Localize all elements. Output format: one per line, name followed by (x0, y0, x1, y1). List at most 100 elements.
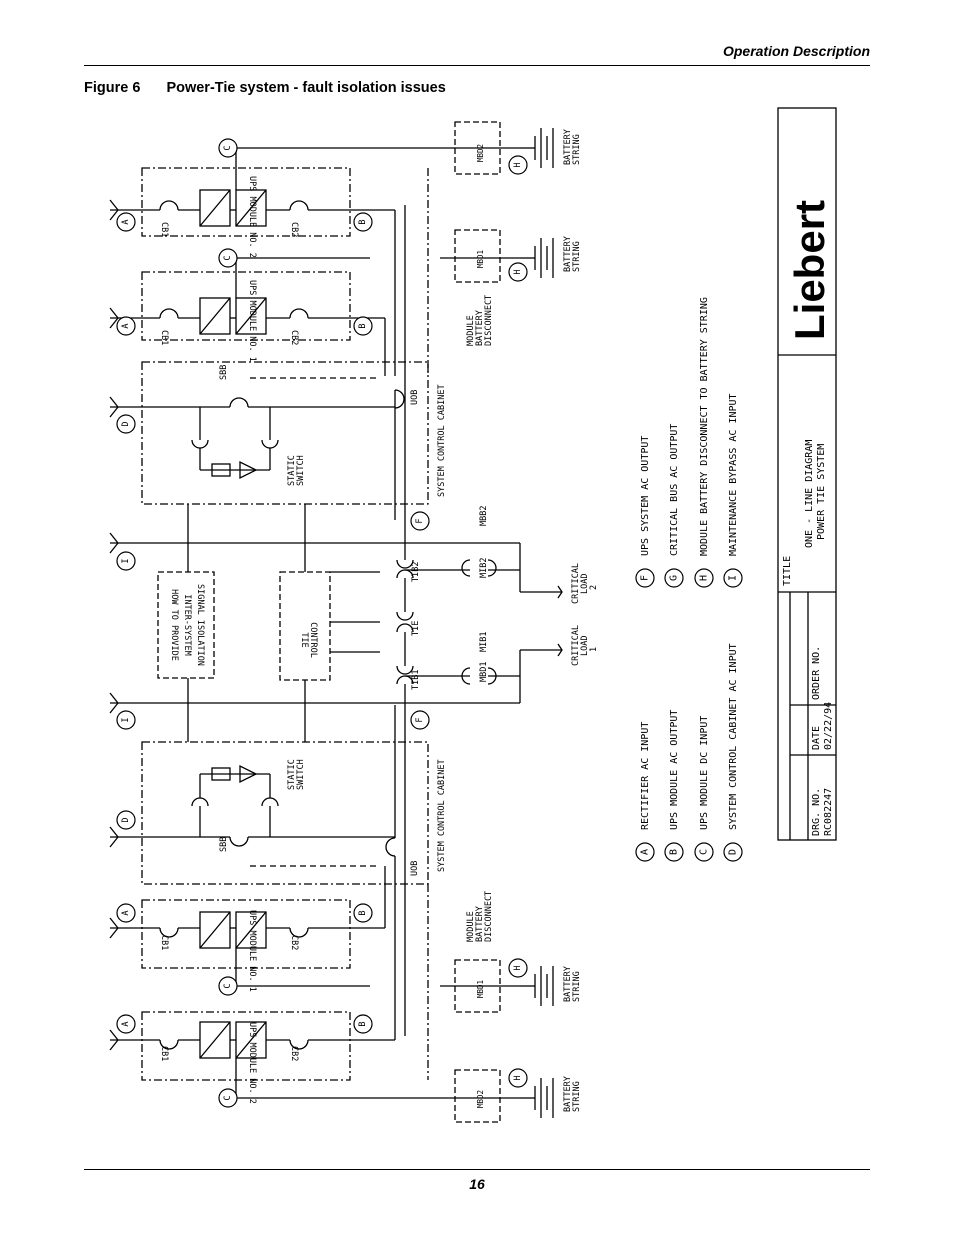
title-line-2: POWER TIE SYSTEM (816, 444, 827, 540)
drg-no-label: DRG. NO. (811, 788, 822, 836)
svg-text:H: H (513, 1075, 523, 1080)
legend-text-b: UPS MODULE AC OUTPUT (669, 710, 680, 830)
date-label: DATE (811, 726, 822, 750)
mbd-label-bottom-3: DISCONNECT (484, 891, 494, 942)
battery-string-label-2: STRING (572, 241, 582, 272)
page-number: 16 (469, 1176, 485, 1192)
order-no-label: ORDER NO. (811, 646, 822, 700)
legend-text-g: CRITICAL BUS AC OUTPUT (669, 424, 680, 556)
tie-label: TIE (411, 621, 421, 636)
svg-text:A: A (121, 219, 131, 224)
inter-system-label-2: INTER-SYSTEM (182, 594, 192, 655)
sbb-label: SBB (219, 837, 229, 852)
battery-box-labels: MBD2 MBD1 MBD1 MBD2 (476, 144, 485, 1108)
svg-text:A: A (121, 323, 131, 328)
mbd-label-bottom-2: BATTERY (475, 906, 485, 942)
static-switch-label-lower-2: SWITCH (296, 759, 306, 790)
cb2-label: CB2 (289, 222, 299, 237)
mbb2-label: MBB2 (479, 506, 489, 526)
legend-key-h: H (699, 575, 710, 581)
ups-module-2-top-box (141, 167, 351, 237)
static-switch-label-lower: STATIC (287, 759, 297, 790)
liebert-logo: Liebert (786, 200, 833, 340)
ups-module-1-bottom-box (141, 899, 351, 969)
svg-text:H: H (513, 965, 523, 970)
scc-upper-box (141, 361, 429, 505)
critical-load-2-label-3: 2 (589, 585, 599, 590)
svg-text:B: B (358, 219, 368, 224)
tie-control-box (279, 571, 331, 681)
ups-module-2-label-bottom: UPS MODULE NO. 2 (247, 1022, 257, 1104)
ups-module-1-label-top: UPS MODULE NO. 1 (247, 280, 257, 362)
scc-label-lower: SYSTEM CONTROL CABINET (437, 759, 447, 872)
legend-key-a: A (640, 849, 651, 855)
svg-text:A: A (121, 1021, 131, 1026)
legend-text-f: UPS SYSTEM AC OUTPUT (640, 436, 651, 556)
figure-number: Figure 6 (84, 80, 141, 96)
tie-control-label-2: CONTROL (308, 622, 318, 658)
svg-text:F: F (415, 518, 425, 523)
cb1-label: CB1 (159, 1046, 169, 1061)
ups-module-1-label-bottom: UPS MODULE NO. 1 (247, 910, 257, 992)
footer-rule (84, 1169, 870, 1170)
uob-label: UOB (410, 861, 420, 876)
svg-text:I: I (121, 717, 131, 722)
svg-text:B: B (358, 910, 368, 915)
cb1-label: CB1 (159, 222, 169, 237)
critical-load-1-label-2: LOAD (580, 636, 590, 656)
mbd2-top-label: MBD2 (476, 144, 485, 162)
title-line-1: ONE - LINE DIAGRAM (804, 440, 815, 548)
battery-string-label: BATTERY (563, 966, 573, 1002)
title-label: TITLE (782, 556, 793, 586)
cb2-label: CB2 (289, 935, 299, 950)
mib1-label: MIB1 (479, 632, 489, 652)
inter-system-box (157, 571, 215, 679)
svg-text:A: A (121, 910, 131, 915)
battery-mbd2-bottom (454, 1069, 501, 1123)
svg-text:C: C (223, 1095, 233, 1100)
svg-text:D: D (121, 421, 131, 426)
legend-text-a: RECTIFIER AC INPUT (640, 722, 651, 830)
mbd-label-top: MODULE (466, 315, 476, 346)
legend: A B C D F G H I RECTIFIER AC INPUT UPS M… (635, 297, 743, 862)
static-switch-label-2: SWITCH (296, 455, 306, 486)
inter-system-label: HOW TO PROVIDE (169, 589, 179, 661)
svg-text:F: F (415, 717, 425, 722)
cb1-label: CB1 (159, 935, 169, 950)
battery-string-label: BATTERY (563, 236, 573, 272)
sbb-label: SBB (219, 365, 229, 380)
ups-module-2-bottom-box (141, 1011, 351, 1081)
svg-text:C: C (223, 255, 233, 260)
drg-no-value: RC082247 (823, 788, 834, 836)
mib2-label: MIB2 (479, 558, 489, 578)
critical-load-2-label-2: LOAD (580, 574, 590, 594)
diagram-labels: UPS MODULE NO. 2 UPS MODULE NO. 1 UPS MO… (159, 129, 599, 1112)
battery-string-label: BATTERY (563, 129, 573, 165)
legend-text-i: MAINTENANCE BYPASS AC INPUT (728, 393, 739, 556)
mbd-label-bottom: MODULE (466, 911, 476, 942)
svg-text:B: B (358, 1021, 368, 1026)
inter-system-label-3: SIGNAL ISOLATION (195, 584, 205, 666)
connection-markers (116, 138, 528, 1108)
svg-text:B: B (358, 323, 368, 328)
legend-key-i: I (728, 575, 739, 581)
title-block-frame (777, 107, 837, 841)
mbd-label-top-3: DISCONNECT (484, 295, 494, 346)
diagram-lines (109, 107, 837, 1123)
battery-string-label-2: STRING (572, 971, 582, 1002)
mbd1-top-label: MBD1 (476, 250, 485, 268)
tib2-label: TIB2 (411, 562, 421, 582)
cb2-label: CB2 (289, 1046, 299, 1061)
battery-mbd1-top (454, 229, 501, 283)
critical-load-1-label-3: 1 (589, 647, 599, 652)
battery-string-label-2: STRING (572, 134, 582, 165)
date-value: 02/22/94 (823, 702, 834, 750)
ups-module-1-top-box (141, 271, 351, 341)
svg-text:C: C (223, 145, 233, 150)
header-rule (84, 65, 870, 66)
svg-text:H: H (513, 162, 523, 167)
legend-key-f: F (640, 575, 651, 581)
legend-text-h: MODULE BATTERY DISCONNECT TO BATTERY STR… (699, 297, 710, 556)
tie-control-label: TIE (299, 632, 309, 647)
mbd-label-top-2: BATTERY (475, 310, 485, 346)
